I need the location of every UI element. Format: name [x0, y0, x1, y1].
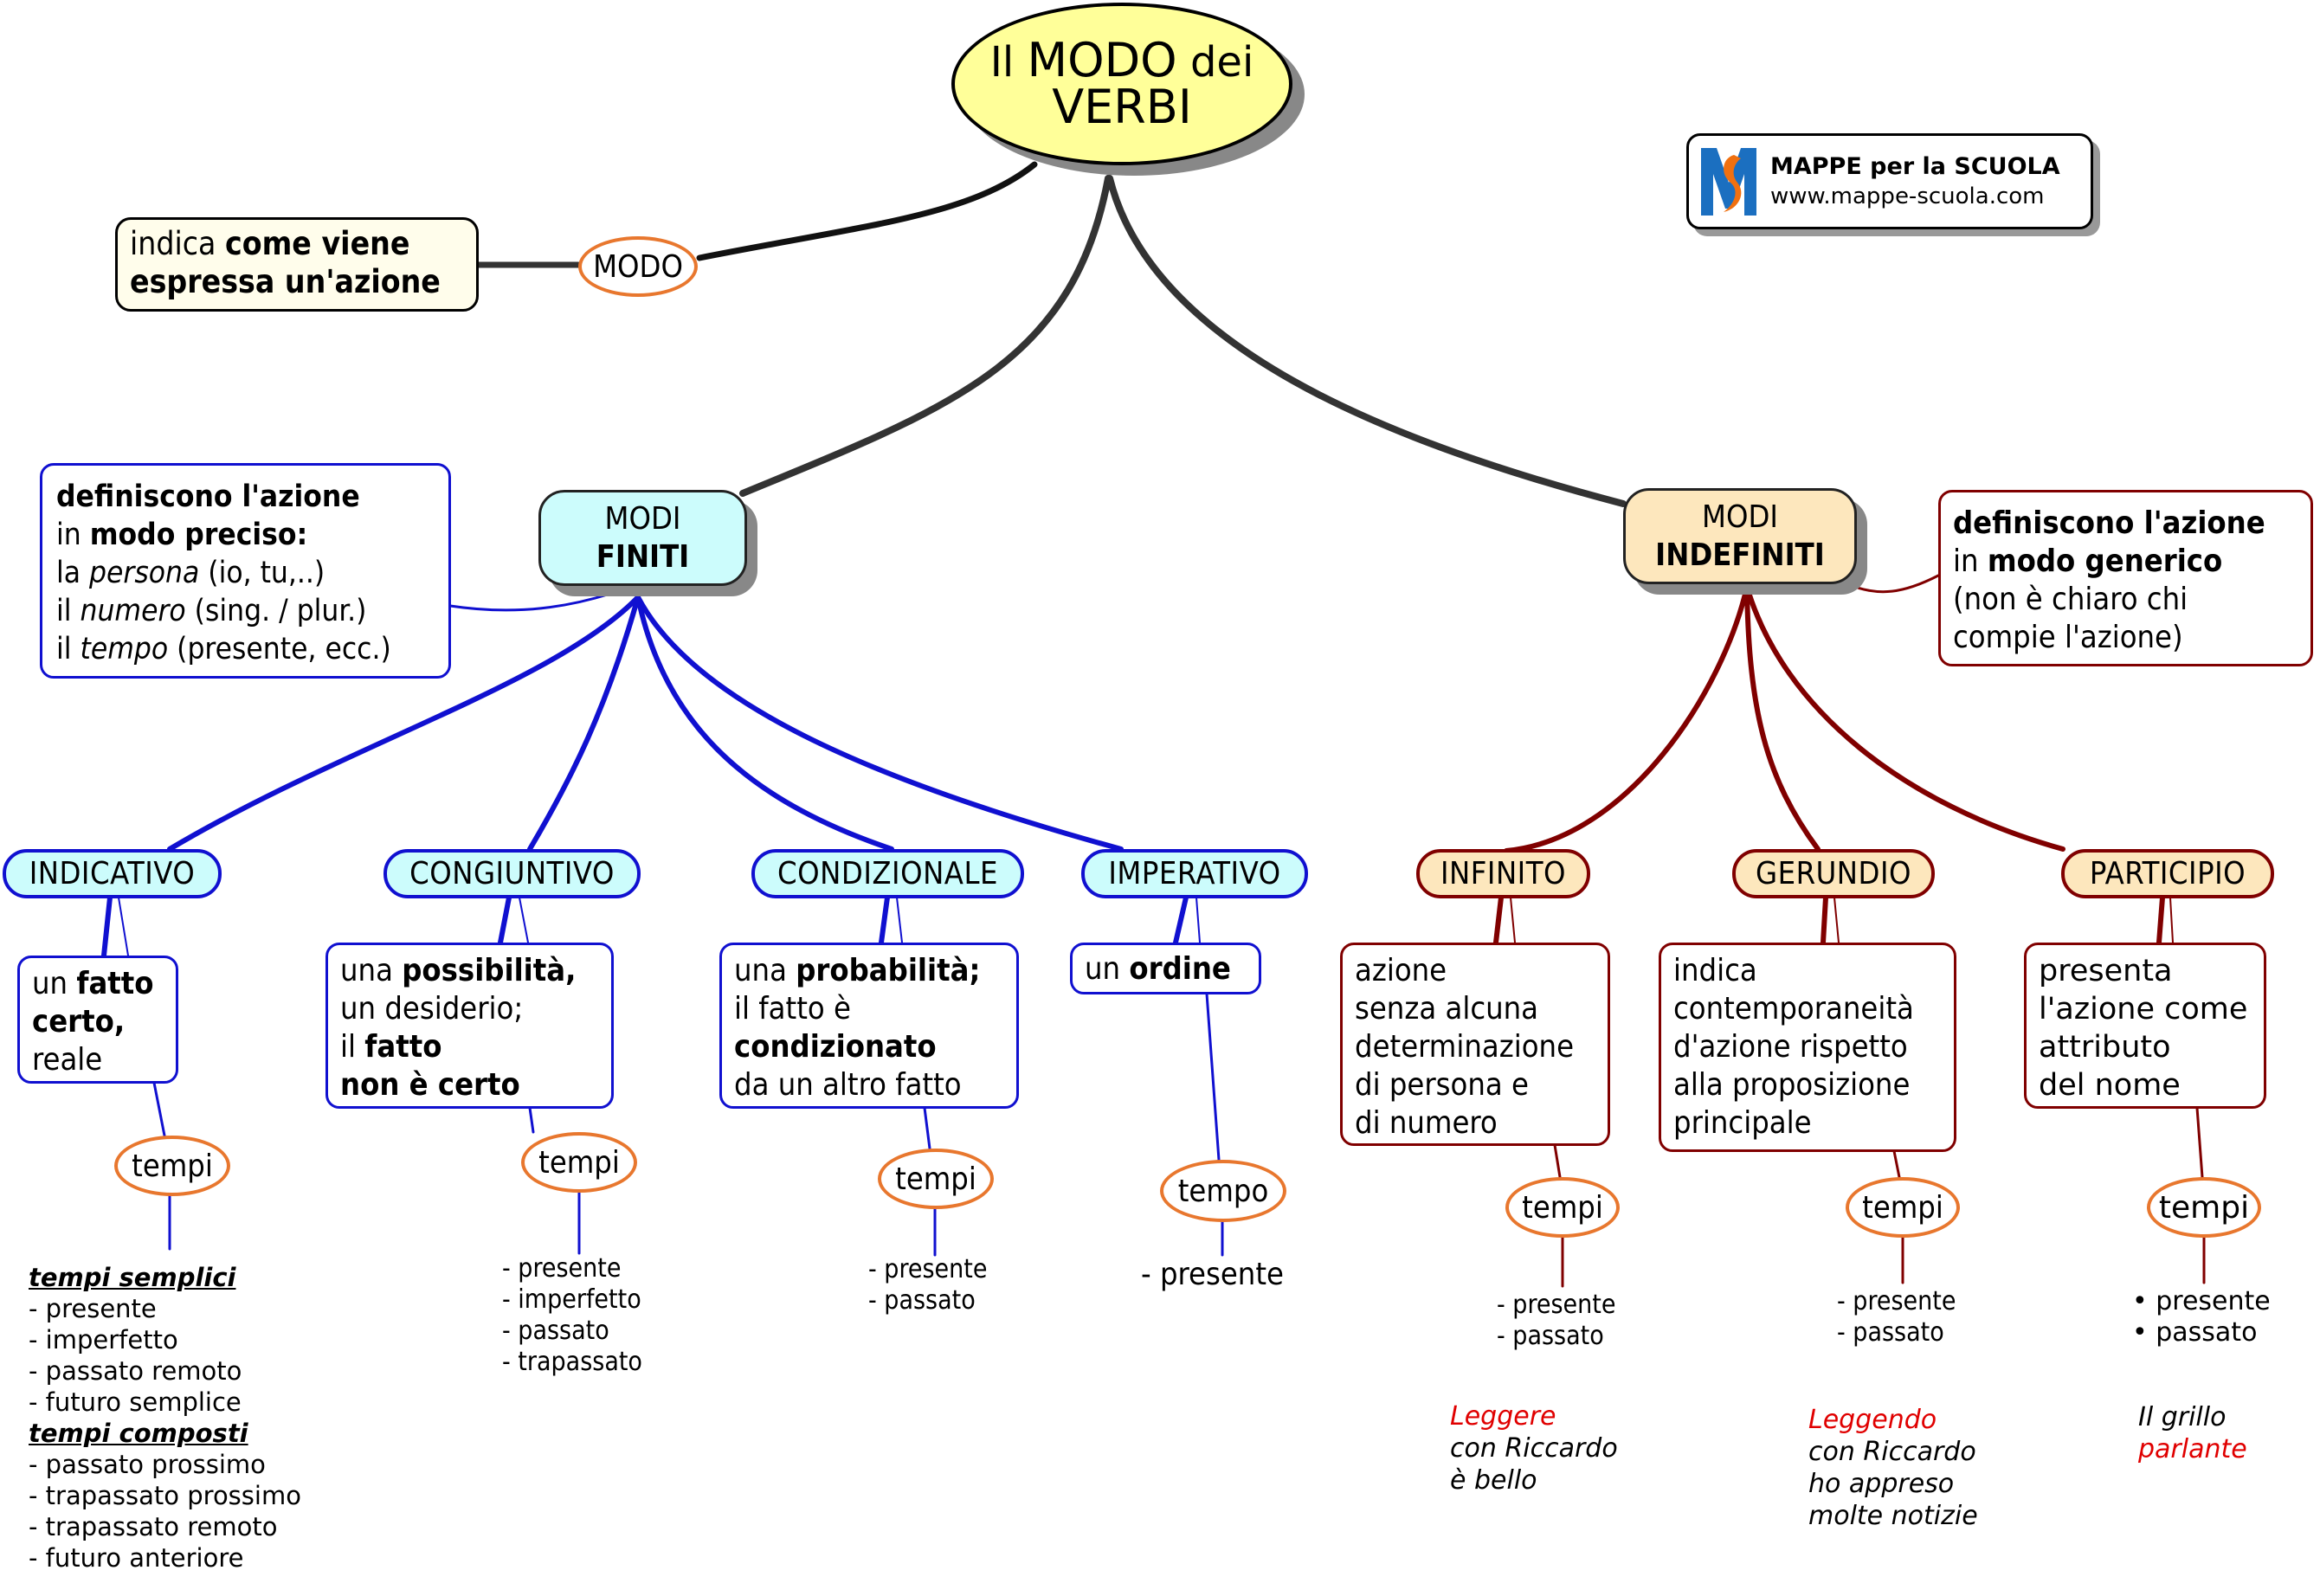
infinito-tempi-node[interactable]: tempi [1505, 1177, 1620, 1238]
mode-indicativo[interactable]: INDICATIVO [3, 849, 222, 898]
congiuntivo-tempi-node[interactable]: tempi [521, 1132, 637, 1193]
link-title-finiti [739, 175, 1112, 497]
tense-item: - passato prossimo [29, 1450, 266, 1479]
tense-item: - trapassato remoto [29, 1512, 278, 1541]
logo-title: MAPPE per la SCUOLA [1770, 153, 2060, 180]
congiuntivo-description: una possibilità, un desiderio; il fatto … [325, 943, 614, 1109]
title-node[interactable]: Il MODO dei VERBI [951, 3, 1292, 165]
title-line-2: VERBI [1052, 80, 1192, 134]
participio-description: presenta l'azione come attributo del nom… [2024, 943, 2266, 1109]
tense-item: - passato remoto [29, 1356, 242, 1386]
imperativo-tempo-node[interactable]: tempo [1160, 1160, 1286, 1222]
logo-url[interactable]: www.mappe-scuola.com [1770, 183, 2045, 209]
link-finiti-congiuntivo [527, 595, 641, 852]
simple-tenses-heading: tempi semplici [29, 1263, 236, 1292]
link-indefiniti-participio [1744, 584, 2065, 852]
tense-item: - futuro semplice [29, 1387, 242, 1417]
gerundio-tempi-node[interactable]: tempi [1846, 1177, 1960, 1238]
link-title-indefiniti [1106, 175, 1627, 507]
mode-infinito[interactable]: INFINITO [1416, 849, 1590, 898]
link-indefiniti-gerundio [1744, 584, 1821, 852]
congiuntivo-tenses: - presente - imperfetto - passato - trap… [502, 1253, 642, 1377]
gerundio-description: indica contemporaneità d'azione rispetto… [1659, 943, 1956, 1152]
modo-definition: indica come viene espressa un'azione [115, 217, 479, 312]
imperativo-tenses: - presente [1141, 1257, 1284, 1292]
participio-tenses: • presente • passato [2132, 1286, 2271, 1348]
finiti-definition: definiscono l'azione in modo preciso: la… [40, 463, 451, 679]
tense-item: - presente [29, 1294, 157, 1323]
gerundio-tenses: - presente - passato [1837, 1286, 1956, 1348]
compound-tenses-heading: tempi composti [29, 1419, 248, 1448]
condizionale-tenses: - presente - passato [868, 1254, 988, 1316]
imperativo-description: un ordine [1070, 943, 1261, 994]
modi-indefiniti-node[interactable]: MODI INDEFINITI [1623, 488, 1857, 584]
mappe-scuola-m-logo-icon [1701, 147, 1756, 216]
indefiniti-definition: definiscono l'azione in modo generico (n… [1938, 490, 2313, 666]
link-indefiniti-definition [1846, 574, 1940, 594]
mode-congiuntivo[interactable]: CONGIUNTIVO [383, 849, 641, 898]
indicativo-description: un fatto certo, reale [17, 956, 178, 1084]
participio-tempi-node[interactable]: tempi [2147, 1177, 2261, 1238]
link-finiti-indicativo [167, 595, 641, 852]
condizionale-description: una probabilità; il fatto è condizionato… [719, 943, 1019, 1109]
link-title-modo [696, 161, 1038, 261]
modi-finiti-node[interactable]: MODI FINITI [538, 490, 747, 586]
mode-participio[interactable]: PARTICIPIO [2061, 849, 2274, 898]
tense-item: - futuro anteriore [29, 1543, 244, 1573]
tense-item: - trapassato prossimo [29, 1481, 301, 1510]
gerundio-example: Leggendo con Riccardo ho appreso molte n… [1808, 1405, 1978, 1531]
link-indefiniti-infinito [1504, 584, 1750, 853]
title-line-1: Il MODO dei [989, 33, 1254, 87]
mode-imperativo[interactable]: IMPERATIVO [1081, 849, 1308, 898]
mappe-scuola-logo[interactable]: MAPPE per la SCUOLA www.mappe-scuola.com [1686, 133, 2093, 229]
infinito-example: Leggere con Riccardo è bello [1450, 1401, 1618, 1496]
participio-example: Il grillo parlante [2138, 1402, 2247, 1464]
link-finiti-condizionale [635, 595, 894, 852]
modo-node[interactable]: MODO [578, 236, 698, 297]
mode-condizionale[interactable]: CONDIZIONALE [751, 849, 1024, 898]
indicativo-tenses: tempi semplici - presente - imperfetto -… [29, 1262, 301, 1573]
condizionale-tempi-node[interactable]: tempi [878, 1149, 994, 1209]
infinito-description: azione senza alcuna determinazione di pe… [1340, 943, 1610, 1146]
infinito-tenses: - presente - passato [1497, 1290, 1616, 1351]
mode-gerundio[interactable]: GERUNDIO [1732, 849, 1935, 898]
tense-item: - imperfetto [29, 1325, 178, 1355]
link-finiti-imperativo [635, 595, 1124, 852]
indicativo-tempi-node[interactable]: tempi [114, 1136, 230, 1196]
link-finiti-definition [448, 592, 612, 612]
